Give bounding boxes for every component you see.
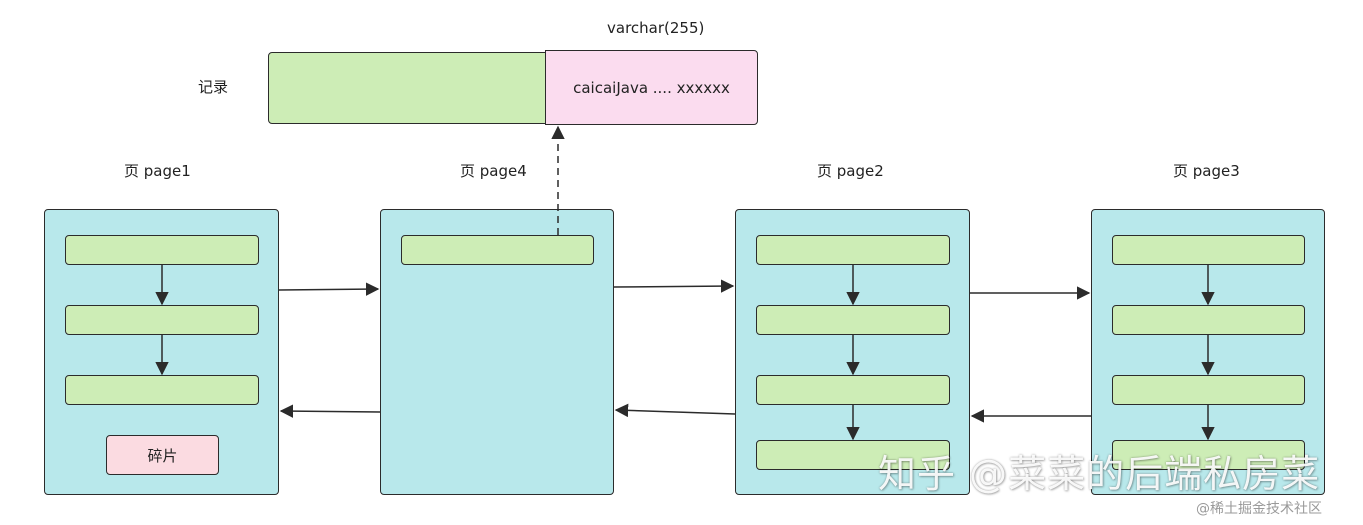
page1-fragment: 碎片 — [106, 435, 219, 475]
record-label: 记录 — [198, 78, 229, 96]
page1-record-2 — [65, 305, 259, 335]
page2-record-4 — [756, 440, 950, 470]
varchar-label: varchar(255) — [607, 19, 705, 37]
page3-record-3 — [1112, 375, 1305, 405]
watermark-sub: @稀土掘金技术社区 — [1196, 501, 1322, 517]
record-fixed-part — [268, 52, 547, 124]
page3-record-1 — [1112, 235, 1305, 265]
page2-title: 页 page2 — [817, 162, 884, 180]
page4-to-page2-next — [613, 279, 735, 293]
fragment-label: 碎片 — [147, 446, 178, 465]
page4-title: 页 page4 — [460, 162, 527, 180]
page4-record-1 — [401, 235, 594, 265]
page3-record-4 — [1112, 440, 1305, 470]
page4-to-page1-prev — [279, 404, 381, 418]
page1-record-1 — [65, 235, 259, 265]
page2-to-page4-prev — [614, 403, 736, 418]
page3-title: 页 page3 — [1173, 162, 1240, 180]
page1-title: 页 page1 — [124, 162, 191, 180]
page1-record-3 — [65, 375, 259, 405]
page2-record-1 — [756, 235, 950, 265]
page2-record-3 — [756, 375, 950, 405]
watermark-main: 知乎 @菜菜的后端私房菜 — [878, 452, 1321, 496]
varchar-content: caicaiJava .... xxxxxx — [573, 78, 730, 97]
page2-record-2 — [756, 305, 950, 335]
varchar-field: caicaiJava .... xxxxxx — [545, 50, 758, 125]
page1-to-page4-next — [278, 282, 380, 296]
page3-record-2 — [1112, 305, 1305, 335]
